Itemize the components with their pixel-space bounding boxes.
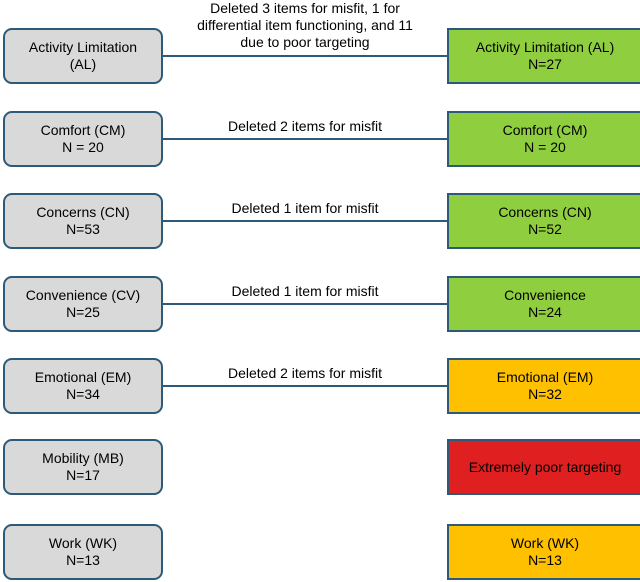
left-box-name: Mobility (MB) [42,450,124,466]
deletion-note: Deleted 2 items for misfit [163,365,447,382]
left-box-activity-limitation: Activity Limitation (AL) [3,28,163,84]
left-box-name: Comfort (CM) [40,122,126,138]
right-box-n: N=24 [528,304,562,320]
left-box-n: N=17 [66,467,100,483]
connector-line [163,138,447,140]
note-line: Deleted 2 items for misfit [227,365,383,381]
right-box-name: Concerns (CN) [498,204,592,220]
connector-line [163,303,447,305]
left-box-n: N = 20 [62,139,104,155]
right-box-activity-limitation: Activity Limitation (AL) N=27 [447,28,640,84]
right-box-name: Convenience [504,287,586,303]
right-box-name: Comfort (CM) [502,122,588,138]
connector-line [163,385,447,387]
right-box-emotional: Emotional (EM) N=32 [447,358,640,414]
left-box-emotional: Emotional (EM) N=34 [3,358,163,414]
right-box-concerns: Concerns (CN) N=52 [447,193,640,249]
right-box-n: N=13 [528,552,562,568]
right-box-convenience: Convenience N=24 [447,276,640,332]
deletion-note: Deleted 2 items for misfit [163,118,447,135]
right-box-n: N=32 [528,386,562,402]
deletion-note: Deleted 1 item for misfit [163,283,447,300]
left-box-convenience: Convenience (CV) N=25 [3,276,163,332]
left-box-name: Concerns (CN) [36,204,130,220]
connector-line [163,55,447,57]
left-box-mobility: Mobility (MB) N=17 [3,439,163,495]
right-box-mobility: Extremely poor targeting [447,439,640,495]
right-box-n: N = 20 [524,139,566,155]
deletion-note: Deleted 3 items for misfit, 1 for differ… [163,0,447,51]
left-box-comfort: Comfort (CM) N = 20 [3,111,163,167]
left-box-n: N=13 [66,552,100,568]
right-box-name: Work (WK) [510,535,580,551]
right-box-name: Extremely poor targeting [468,458,622,475]
left-box-n: N=25 [66,304,100,320]
right-box-n: N=27 [528,56,562,72]
note-line: differential item functioning, and 11 [197,17,413,33]
left-box-name: Activity Limitation [28,39,138,55]
left-box-n: N=34 [66,386,100,402]
right-box-comfort: Comfort (CM) N = 20 [447,111,640,167]
left-box-work: Work (WK) N=13 [3,524,163,580]
note-line: Deleted 1 item for misfit [231,200,379,216]
left-box-name: Convenience (CV) [25,287,141,303]
left-box-n: N=53 [66,221,100,237]
left-box-abbr: (AL) [69,56,97,72]
note-line: due to poor targeting [240,34,370,50]
right-box-name: Activity Limitation (AL) [475,39,615,55]
left-box-concerns: Concerns (CN) N=53 [3,193,163,249]
note-line: Deleted 2 items for misfit [227,118,383,134]
note-line: Deleted 1 item for misfit [231,283,379,299]
note-line: Deleted 3 items for misfit, 1 for [210,0,400,16]
deletion-note: Deleted 1 item for misfit [163,200,447,217]
right-box-name: Emotional (EM) [496,369,594,385]
right-box-n: N=52 [528,221,562,237]
connector-line [163,220,447,222]
right-box-work: Work (WK) N=13 [447,524,640,580]
left-box-name: Work (WK) [48,535,118,551]
left-box-name: Emotional (EM) [34,369,132,385]
